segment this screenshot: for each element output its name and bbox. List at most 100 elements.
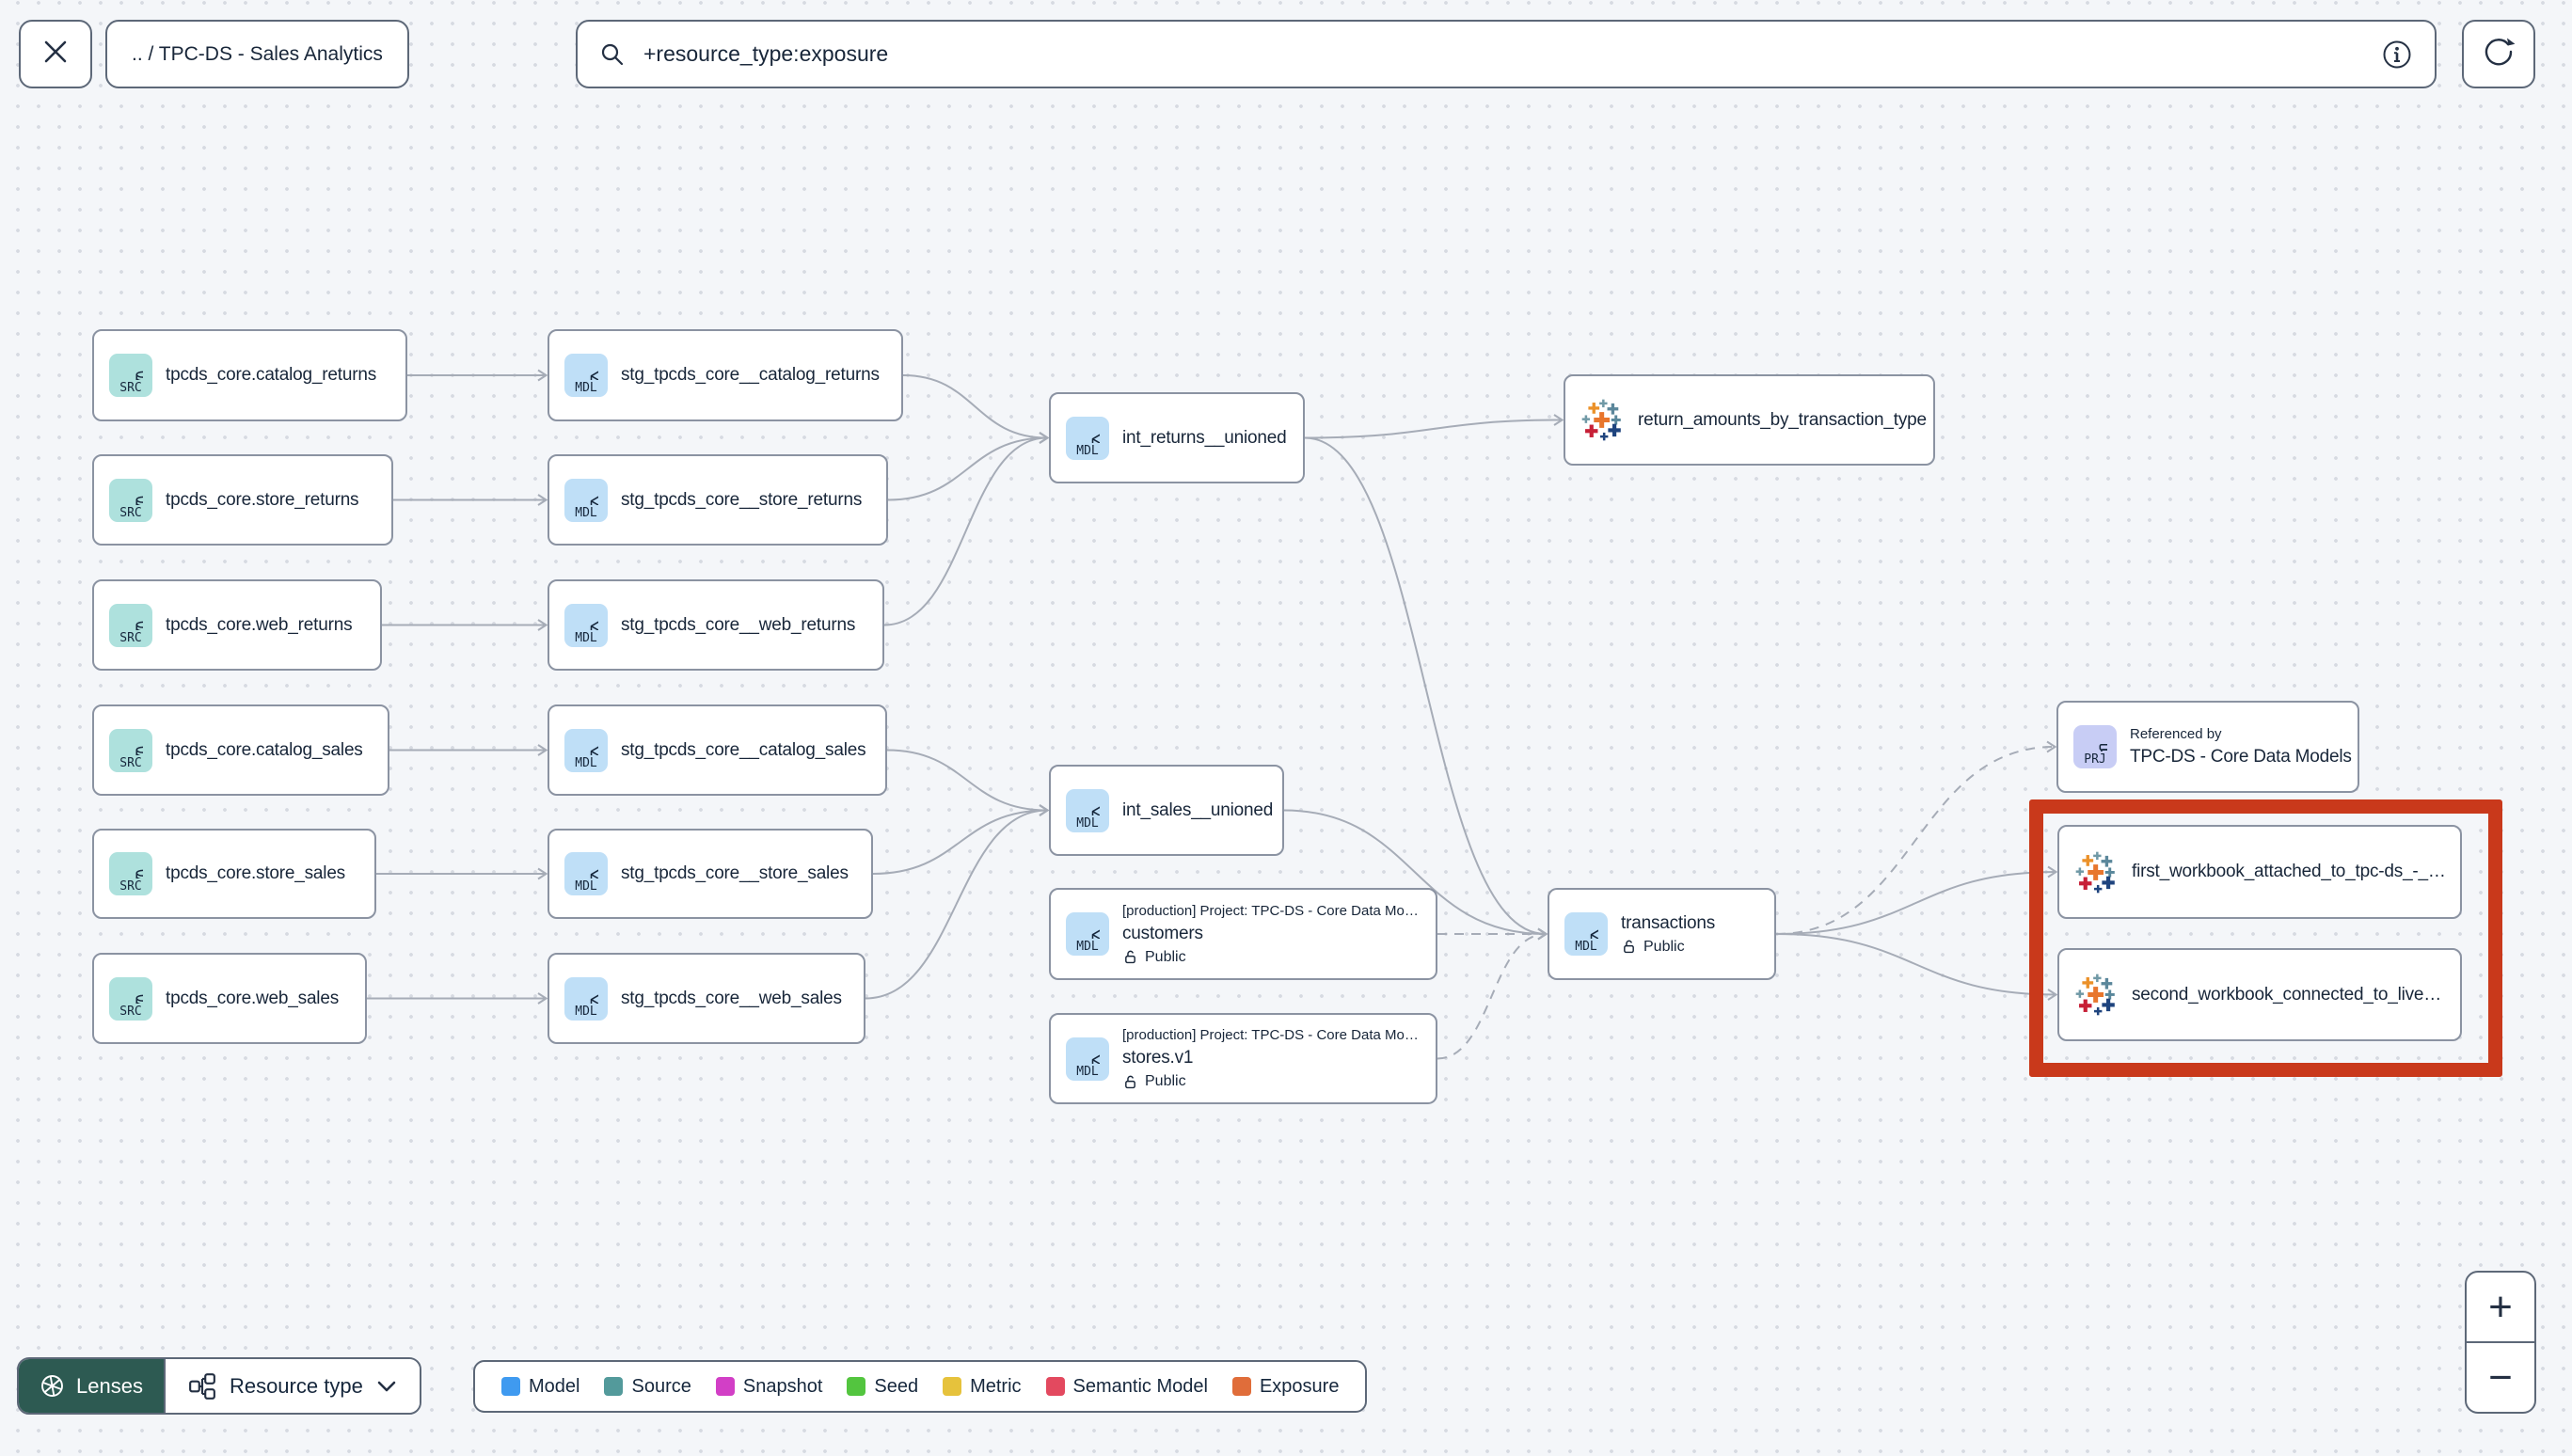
legend-color-swatch [1231, 1377, 1251, 1396]
legend-label: Semantic Model [1072, 1375, 1208, 1397]
zoom-in-button[interactable]: + [2467, 1273, 2534, 1343]
node-stg-catalog-sales[interactable]: MDL stg_tpcds_core__catalog_sales [548, 704, 887, 796]
node-stg-store-returns[interactable]: MDL stg_tpcds_core__store_returns [548, 454, 888, 546]
node-stg-store-sales[interactable]: MDL stg_tpcds_core__store_sales [548, 829, 873, 919]
node-topline: [production] Project: TPC-DS - Core Data… [1122, 1027, 1419, 1043]
zoom-out-button[interactable]: − [2467, 1343, 2534, 1412]
node-label: stg_tpcds_core__store_returns [621, 489, 863, 510]
cube-icon: MDL [1066, 416, 1109, 460]
node-text: stg_tpcds_core__web_returns [621, 615, 855, 636]
legend-color-swatch [1045, 1377, 1065, 1396]
cube-icon: MDL [564, 728, 608, 772]
access-row: Public [1122, 949, 1419, 966]
search-bar[interactable] [576, 20, 2437, 88]
access-label: Public [1145, 1073, 1186, 1089]
node-label: tpcds_core.web_sales [166, 988, 339, 1008]
legend-color-swatch [847, 1377, 866, 1396]
access-row: Public [1621, 939, 1715, 956]
archive-icon: PRJ [2073, 725, 2117, 768]
node-text: [production] Project: TPC-DS - Core Data… [1122, 903, 1419, 966]
access-label: Public [1643, 938, 1685, 955]
legend-color-swatch [943, 1377, 962, 1396]
node-text: tpcds_core.catalog_returns [166, 365, 376, 386]
info-icon[interactable] [2380, 38, 2414, 71]
node-label: stg_tpcds_core__web_returns [621, 614, 856, 635]
breadcrumb[interactable]: .. / TPC-DS - Sales Analytics [105, 20, 409, 88]
legend-color-swatch [604, 1377, 624, 1396]
legend-item-seed: Seed [847, 1376, 918, 1398]
node-text: stg_tpcds_core__store_returns [621, 490, 862, 511]
database-icon: SRC [109, 852, 152, 895]
node-text: stg_tpcds_core__catalog_returns [621, 365, 880, 386]
node-label: stg_tpcds_core__catalog_sales [621, 739, 866, 760]
node-text: tpcds_core.web_sales [166, 989, 339, 1009]
cube-icon: MDL [564, 976, 608, 1021]
node-label: stg_tpcds_core__store_sales [621, 863, 849, 883]
refresh-icon [2480, 33, 2517, 75]
legend-label: Exposure [1259, 1375, 1340, 1397]
chevron-down-icon [376, 1380, 397, 1393]
node-label: int_sales__unioned [1122, 799, 1274, 820]
close-icon [41, 38, 70, 71]
search-icon [598, 40, 627, 69]
node-src-store-sales[interactable]: SRC tpcds_core.store_sales [92, 829, 376, 919]
selection-highlight-box [2029, 799, 2502, 1077]
node-text: tpcds_core.store_returns [166, 489, 359, 511]
node-customers[interactable]: MDL[production] Project: TPC-DS - Core D… [1049, 888, 1437, 980]
resource-type-label: Resource type [229, 1373, 363, 1398]
node-label: tpcds_core.store_returns [166, 489, 359, 510]
node-label: tpcds_core.catalog_returns [166, 365, 376, 385]
lens-bar: Lenses Resource type [17, 1357, 421, 1415]
node-text: int_returns__unioned [1122, 428, 1287, 449]
node-exp-return-amounts[interactable]: return_amounts_by_transaction_type [1564, 374, 1935, 466]
resource-type-button[interactable]: Resource type [163, 1359, 420, 1413]
node-text: stg_tpcds_core__store_sales [621, 863, 849, 884]
cube-icon: MDL [564, 478, 608, 522]
node-text: tpcds_core.web_returns [166, 615, 353, 636]
cube-icon: MDL [1564, 912, 1608, 956]
node-label: second_workbook_connected_to_live… [2132, 984, 2442, 1005]
close-button[interactable] [19, 20, 92, 88]
access-row: Public [1122, 1073, 1419, 1090]
node-text: tpcds_core.catalog_sales [166, 740, 363, 761]
minus-icon: − [2488, 1353, 2513, 1401]
search-input[interactable] [642, 40, 2365, 68]
legend-item-source: Source [604, 1376, 691, 1398]
node-exp-second-workbook[interactable]: second_workbook_connected_to_live… [2057, 948, 2462, 1041]
node-label: return_amounts_by_transaction_type [1638, 409, 1927, 430]
node-stores-v1[interactable]: MDL[production] Project: TPC-DS - Core D… [1049, 1013, 1437, 1104]
resource-type-icon [188, 1372, 216, 1401]
node-text: int_sales__unioned [1122, 799, 1274, 821]
node-label: tpcds_core.catalog_sales [166, 739, 363, 760]
node-label: tpcds_core.store_sales [166, 863, 345, 883]
lenses-button[interactable]: Lenses [19, 1359, 164, 1413]
node-text: first_workbook_attached_to_tpc-ds_-_… [2132, 862, 2446, 882]
lock-open-icon [1122, 1074, 1138, 1090]
lenses-label: Lenses [76, 1373, 143, 1398]
node-exp-first-workbook[interactable]: first_workbook_attached_to_tpc-ds_-_… [2057, 825, 2462, 919]
refresh-button[interactable] [2462, 20, 2535, 88]
node-label: int_returns__unioned [1122, 427, 1287, 448]
node-text: tpcds_core.store_sales [166, 863, 345, 884]
legend-item-snapshot: Snapshot [715, 1376, 822, 1398]
tableau-icon [2074, 850, 2119, 894]
legend-label: Seed [874, 1375, 919, 1397]
zoom-controls: + − [2465, 1271, 2536, 1414]
node-int-returns-unioned[interactable]: MDL int_returns__unioned [1049, 392, 1305, 483]
legend-label: Source [631, 1375, 691, 1397]
cube-icon: MDL [564, 852, 608, 895]
